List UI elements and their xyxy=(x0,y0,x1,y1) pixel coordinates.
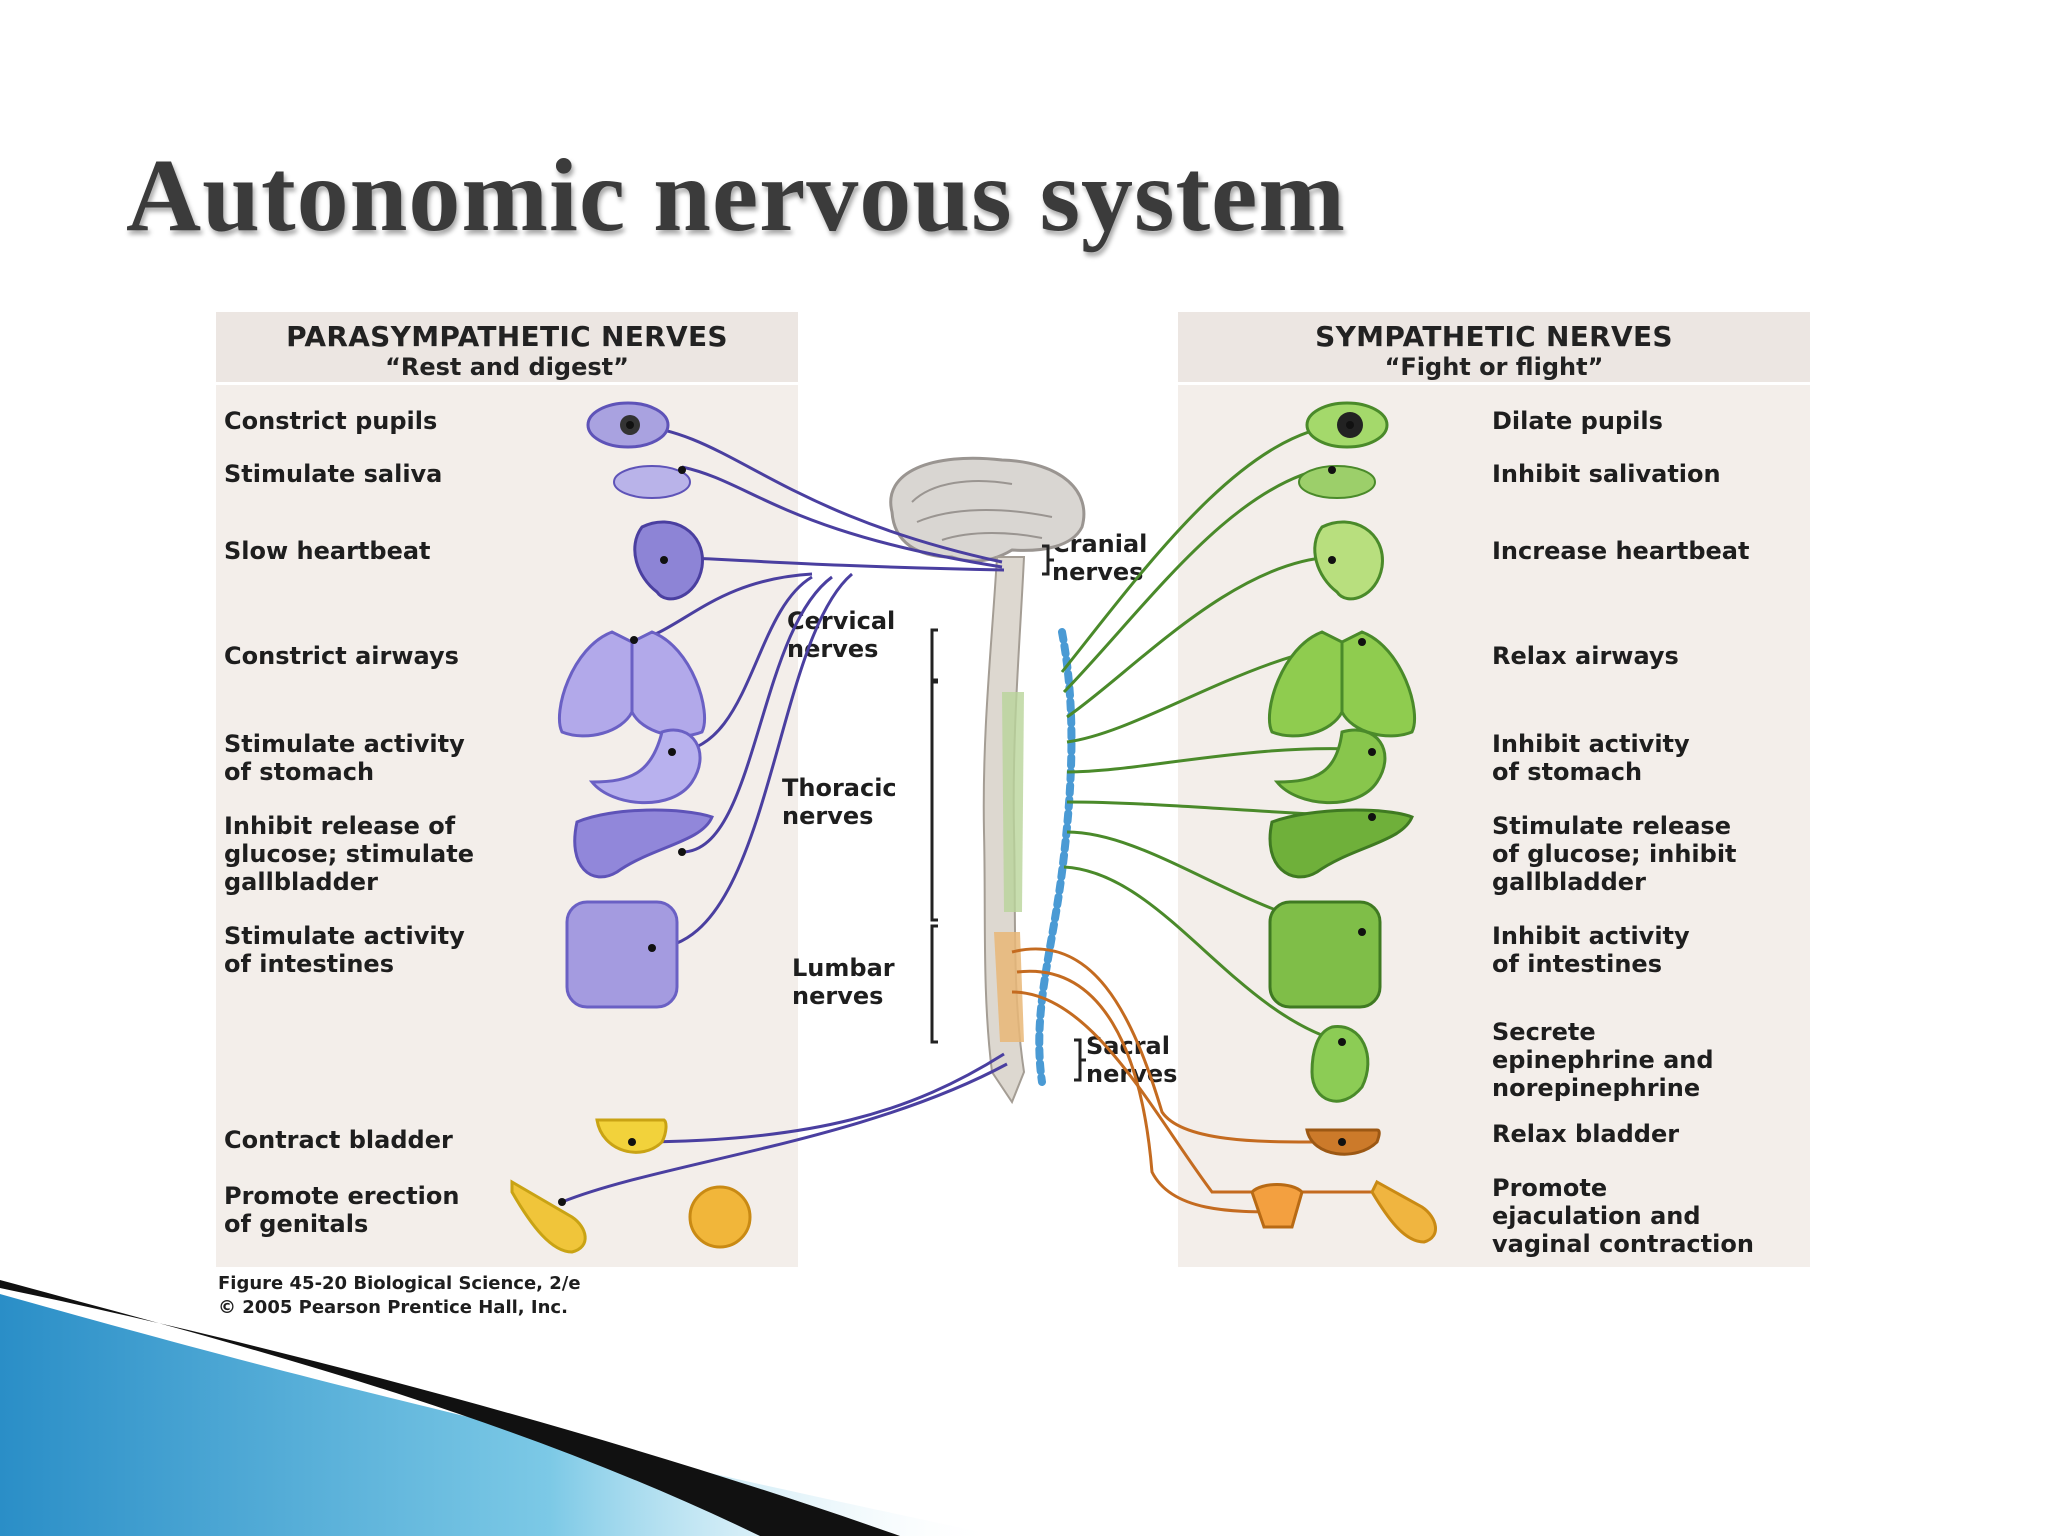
symp-label-bladder: Relax bladder xyxy=(1492,1120,1680,1148)
symp-organs xyxy=(1250,401,1437,1244)
symp-label-saliva: Inhibit salivation xyxy=(1492,460,1721,488)
sympathetic-nerves xyxy=(1060,423,1373,1044)
ans-figure: PARASYMPATHETIC NERVES “Rest and digest”… xyxy=(212,312,1812,1332)
slide-title: Autonomic nervous system xyxy=(126,138,1346,253)
symp-heart-icon xyxy=(1313,520,1384,601)
para-label-genitals: Promote erection of genitals xyxy=(224,1182,460,1238)
symp-uterus-icon xyxy=(1250,1183,1304,1229)
symp-stomach-icon xyxy=(1273,728,1387,805)
symp-label-liver: Stimulate release of glucose; inhibit ga… xyxy=(1492,812,1737,896)
symp-label-genitals: Promote ejaculation and vaginal contract… xyxy=(1492,1174,1754,1258)
sympathetic-chain xyxy=(1035,628,1076,1086)
para-intestines-icon xyxy=(565,900,679,1009)
para-label-airways: Constrict airways xyxy=(224,642,459,670)
symp-penis-icon xyxy=(1370,1179,1437,1244)
decorative-swoosh xyxy=(0,1280,1000,1536)
nerve-diagram xyxy=(510,401,1437,1254)
para-label-saliva: Stimulate saliva xyxy=(224,460,443,488)
symp-lungs-icon xyxy=(1267,630,1417,738)
para-vagina-icon xyxy=(688,1185,752,1249)
symp-label-intestines: Inhibit activity of intestines xyxy=(1492,922,1690,978)
para-label-pupils: Constrict pupils xyxy=(224,407,438,435)
para-label-stomach: Stimulate activity of stomach xyxy=(224,730,465,786)
para-label-liver: Inhibit release of glucose; stimulate ga… xyxy=(224,812,474,896)
symp-label-heart: Increase heartbeat xyxy=(1492,537,1750,565)
para-heart-icon xyxy=(633,520,704,601)
para-organs xyxy=(510,401,752,1254)
para-liver-icon xyxy=(573,808,714,879)
ganglion-dots xyxy=(558,421,1376,1206)
para-label-intestines: Stimulate activity of intestines xyxy=(224,922,465,978)
parasympathetic-subtitle: “Rest and digest” xyxy=(385,353,629,381)
sympathetic-lower-nerves xyxy=(1011,947,1392,1214)
symp-label-adrenal: Secrete epinephrine and norepinephrine xyxy=(1492,1018,1714,1102)
sympathetic-title: SYMPATHETIC NERVES xyxy=(1315,320,1673,353)
lumbar-nerves-label: Lumbar nerves xyxy=(792,954,895,1010)
parasympathetic-nerves xyxy=(561,423,1008,1204)
symp-label-airways: Relax airways xyxy=(1492,642,1679,670)
symp-intestines-icon xyxy=(1268,900,1382,1009)
symp-adrenal-icon xyxy=(1310,1025,1370,1103)
cervical-nerves-label: Cervical nerves xyxy=(787,607,896,663)
para-bladder-icon xyxy=(595,1118,668,1154)
spine-brackets xyxy=(930,544,1086,1082)
sympathetic-subtitle: “Fight or flight” xyxy=(1384,353,1604,381)
brain-illustration xyxy=(889,456,1086,563)
para-stomach-icon xyxy=(588,728,702,805)
para-penis-icon xyxy=(510,1179,587,1254)
symp-liver-icon xyxy=(1268,808,1414,879)
thoracic-nerves-label: Thoracic nerves xyxy=(782,774,897,830)
figure-caption: Figure 45-20 Biological Science, 2/e © 2… xyxy=(218,1273,581,1318)
sympathetic-header: SYMPATHETIC NERVES “Fight or flight” xyxy=(1178,312,1810,385)
para-label-heart: Slow heartbeat xyxy=(224,537,431,565)
para-lungs-icon xyxy=(557,630,707,738)
spinal-cord-illustration xyxy=(982,556,1026,1105)
parasympathetic-header: PARASYMPATHETIC NERVES “Rest and digest” xyxy=(216,312,798,385)
para-label-bladder: Contract bladder xyxy=(224,1126,453,1154)
symp-label-pupils: Dilate pupils xyxy=(1492,407,1663,435)
para-salivary-icon xyxy=(613,465,691,499)
symp-salivary-icon xyxy=(1298,465,1376,499)
parasympathetic-title: PARASYMPATHETIC NERVES xyxy=(286,320,728,353)
symp-label-stomach: Inhibit activity of stomach xyxy=(1492,730,1690,786)
